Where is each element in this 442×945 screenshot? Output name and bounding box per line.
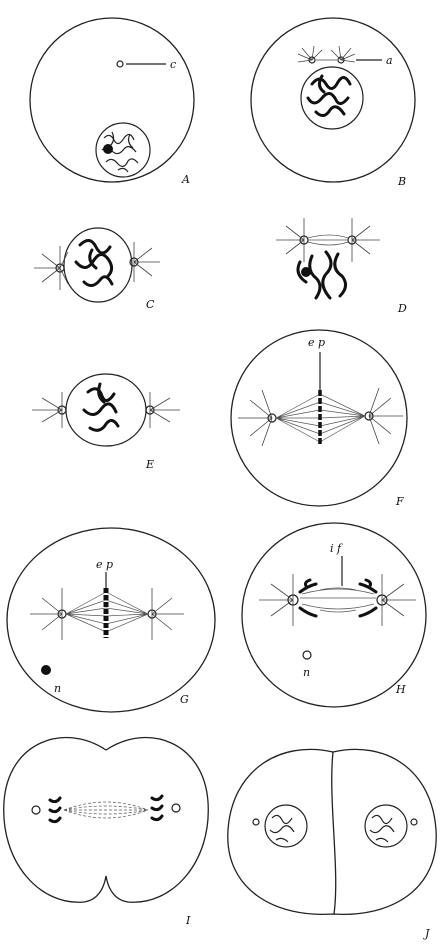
label-c: c (170, 58, 176, 71)
panel-f: e p F (231, 330, 407, 508)
chromatin (270, 815, 394, 842)
chromosomes (76, 240, 112, 285)
panel-letter-f: F (395, 495, 404, 508)
nucleus (301, 67, 363, 129)
label-if: i f (330, 542, 343, 555)
panel-d: D (276, 218, 407, 315)
division-furrow (332, 752, 336, 914)
panel-letter-g: G (180, 693, 189, 706)
label-ep: e p (308, 336, 325, 349)
panel-letter-e: E (145, 458, 154, 471)
centrosome-right (172, 804, 180, 812)
nucleolus (303, 651, 311, 659)
panel-letter-b: B (397, 175, 406, 188)
centrosome-right (411, 819, 417, 825)
panel-letter-d: D (397, 302, 407, 315)
chromosomes (84, 384, 118, 430)
label-n: n (54, 682, 61, 695)
spindle-remnant (64, 802, 148, 818)
nucleolus (301, 267, 311, 277)
cell-outline (7, 528, 215, 712)
interzonal-fibers (300, 588, 376, 612)
cell-outline-constricting (4, 738, 209, 903)
nucleolus (41, 665, 51, 675)
central-spindle (308, 235, 348, 245)
cell-outline (30, 18, 194, 182)
panel-b: a B (251, 18, 415, 188)
centrosome (117, 61, 123, 67)
panel-letter-j: J (423, 927, 430, 940)
chromosomes (308, 76, 350, 116)
label-a: a (386, 54, 393, 67)
centrosome-left (32, 806, 40, 814)
nucleus (66, 374, 146, 446)
centrosome-left (253, 819, 259, 825)
panel-h: i f n H (242, 523, 426, 707)
nucleus (64, 228, 132, 302)
panel-letter-c: C (146, 298, 155, 311)
asters (298, 46, 355, 62)
label-n: n (303, 666, 310, 679)
panel-g: e p n G (7, 528, 215, 712)
label-ep: e p (96, 558, 113, 571)
panel-letter-a: A (181, 173, 190, 186)
panel-i: I (4, 738, 209, 927)
cell-outline (251, 18, 415, 182)
panel-c: C (34, 228, 160, 311)
aster-rays (259, 574, 416, 626)
panel-a: c A (30, 18, 194, 186)
panel-letter-h: H (395, 683, 406, 696)
nucleolus (103, 144, 113, 154)
panel-e: E (32, 374, 180, 471)
panel-letter-i: I (185, 914, 191, 927)
panel-j: J (228, 749, 436, 940)
